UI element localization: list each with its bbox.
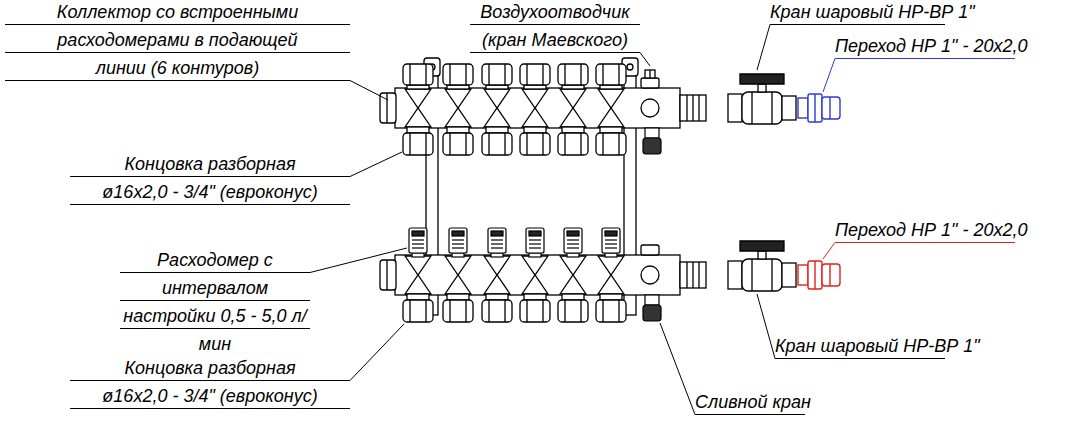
callout-label: Коллектор со встроенными расходомерами в… [5,0,350,82]
callout-label: Переход НР 1" - 20х2,0 [835,216,1015,244]
callout-label: Концовка разборная ø16х2,0 - 3/4" (еврок… [70,150,350,206]
callout-label: Переход НР 1" - 20х2,0 [835,32,1015,60]
callout-label: Кран шаровый НР-ВР 1" [775,332,945,360]
callout-label: Расходомер с интервалом настройки 0,5 - … [120,246,310,358]
callout-label: Сливной кран [695,388,805,416]
callout-label: Воздухоотводчик (кран Маевского) [470,0,640,54]
leader-lines [5,25,945,415]
callout-label: Кран шаровый НР-ВР 1" [770,0,945,26]
callout-label: Концовка разборная ø16х2,0 - 3/4" (еврок… [70,354,350,410]
